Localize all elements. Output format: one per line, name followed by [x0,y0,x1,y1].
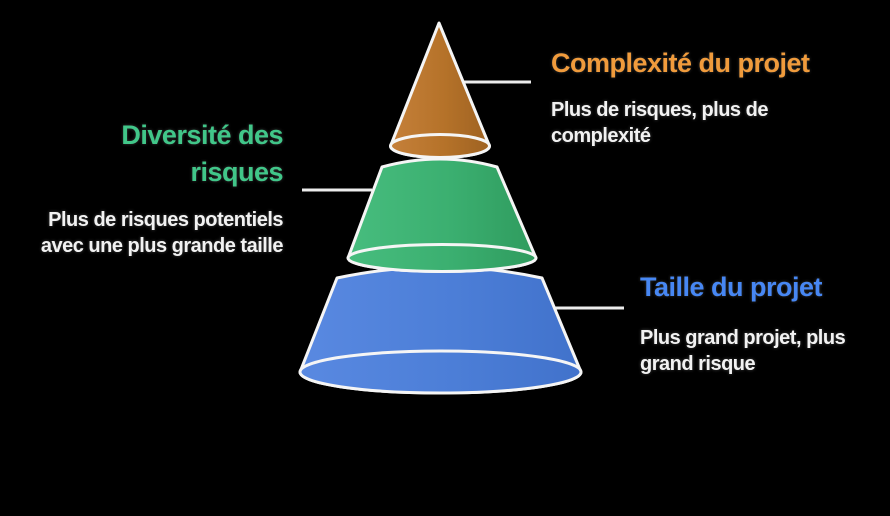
size-description: Plus grand projet, plus grand risque [640,325,846,377]
cone-level-diversity [346,157,538,273]
complexity-title: Complexité du projet [551,48,810,78]
diversity-title-line2: risques [190,157,283,187]
cone-level-complexity [389,21,491,159]
size-description-line1: Plus grand projet, plus [640,327,846,349]
diversity-title: Diversité des risques [0,117,283,191]
size-description-line2: grand risque [640,353,756,375]
cone-level-size [298,265,583,395]
complexity-description-line2: complexité [551,125,651,147]
complexity-description: Plus de risques, plus de complexité [551,97,768,149]
size-title: Taille du projet [640,272,823,302]
complexity-description-line1: Plus de risques, plus de [551,99,768,121]
diversity-description: Plus de risques potentiels avec une plus… [0,207,284,259]
diversity-description-line2: avec une plus grande taille [40,235,284,257]
diversity-description-line1: Plus de risques potentiels [48,209,283,231]
diversity-title-line1: Diversité des [121,120,283,150]
